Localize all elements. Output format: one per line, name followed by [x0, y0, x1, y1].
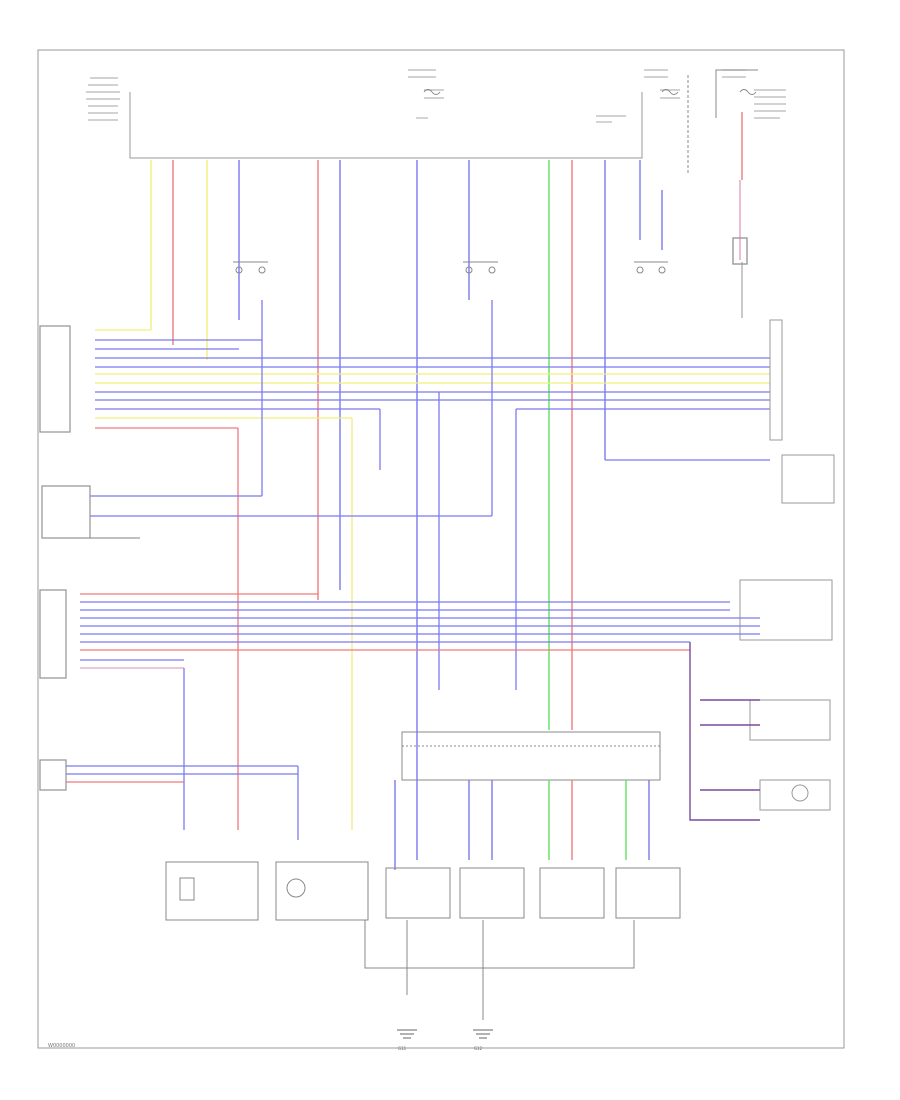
lower-left-connector [39, 759, 299, 840]
purple-wires [689, 642, 760, 821]
door-lock-switch-area [41, 300, 493, 539]
upper-harness [39, 325, 770, 830]
ground-label-2: G12 [474, 1046, 483, 1051]
ground-bus [364, 920, 635, 1020]
upper-switches [233, 261, 668, 274]
top-fuse-bus [129, 92, 643, 159]
header-label-blocks [86, 69, 786, 123]
fuse-symbols [423, 69, 758, 175]
diagram-border [37, 49, 845, 1049]
vertical-wire-drops [150, 160, 663, 860]
lock-actuators [165, 861, 681, 921]
ground-symbols [397, 1029, 493, 1039]
ground-label-1: G11 [398, 1046, 407, 1051]
diagram-id: W0000000 [48, 1043, 76, 1049]
control-module [401, 731, 661, 781]
module-output-wires [394, 780, 650, 870]
right-components [739, 319, 835, 811]
lower-harness [39, 589, 760, 830]
right-feed-wire [732, 112, 748, 318]
